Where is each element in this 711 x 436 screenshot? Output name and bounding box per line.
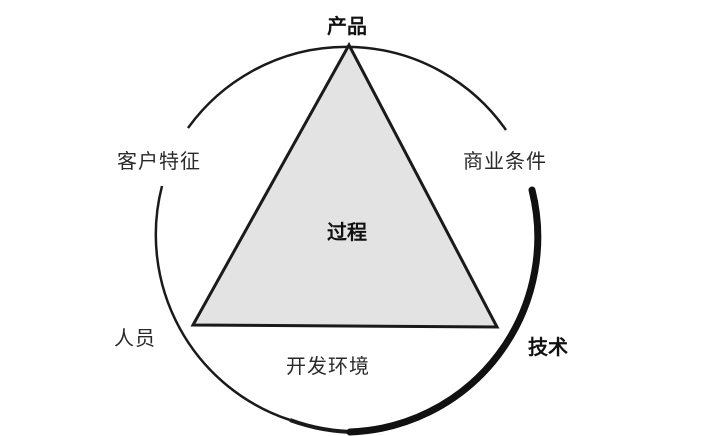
arc-label-customer-characteristics: 客户特征 xyxy=(117,149,201,173)
center-label-process: 过程 xyxy=(327,220,367,244)
circle-arc-top xyxy=(186,45,508,131)
vertex-label-technology: 技术 xyxy=(528,335,568,359)
vertex-label-people: 人员 xyxy=(114,326,156,350)
arc-label-development-environment: 开发环境 xyxy=(286,354,370,378)
circle-arc-thick-right xyxy=(346,186,542,436)
circle-arc-left xyxy=(154,185,291,422)
vertex-label-product: 产品 xyxy=(327,14,367,38)
arc-label-business-conditions: 商业条件 xyxy=(463,149,547,173)
process-triangle xyxy=(190,41,500,329)
